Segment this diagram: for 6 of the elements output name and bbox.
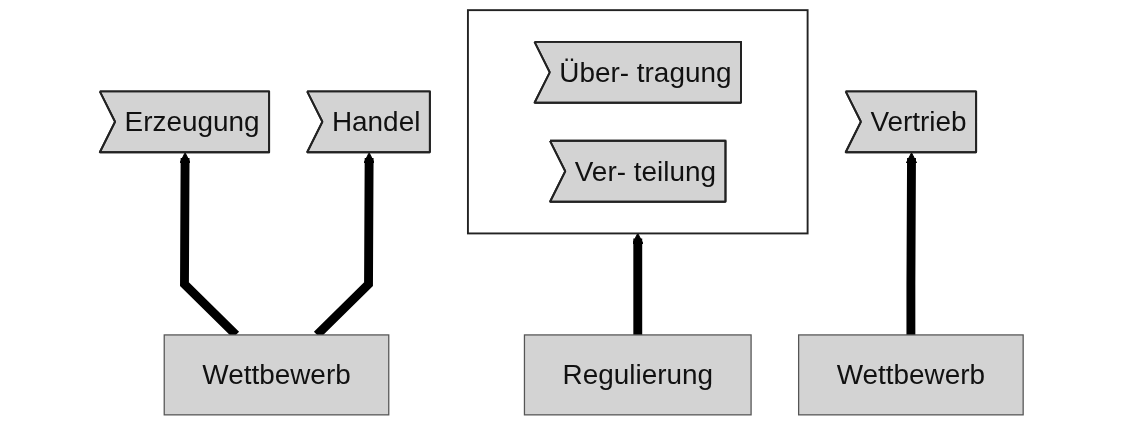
node-box: Wettbewerb (163, 334, 390, 416)
node-box: Wettbewerb (798, 334, 1024, 416)
arrow (632, 232, 644, 335)
arrow (905, 152, 918, 335)
cluster (467, 9, 809, 235)
node-box: Regulierung (523, 334, 752, 416)
